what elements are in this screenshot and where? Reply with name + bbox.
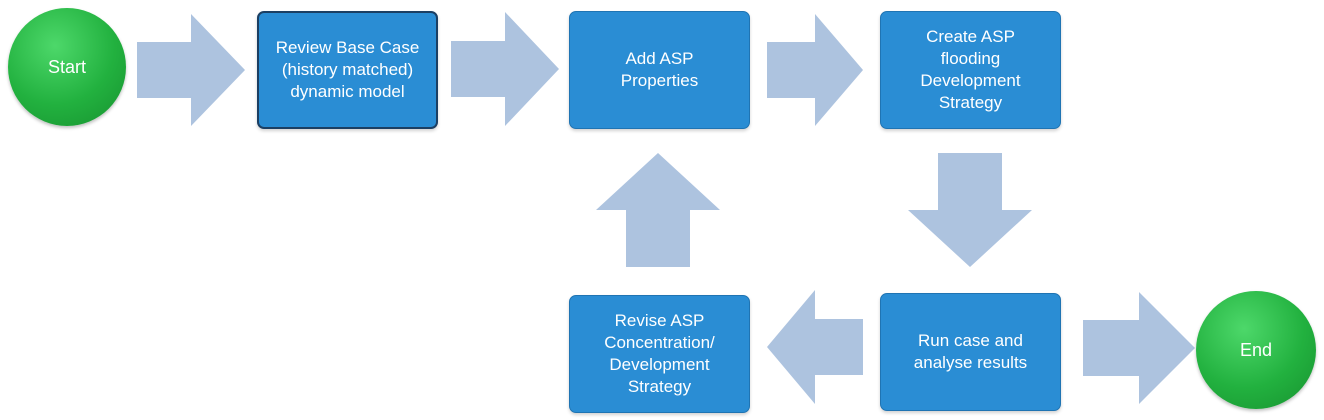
arrow-add-asp-to-create-strategy (767, 14, 863, 126)
create-asp-strategy-box: Create ASP flooding Development Strategy (880, 11, 1061, 129)
start-node: Start (8, 8, 126, 126)
arrow-create-strategy-to-run-case (908, 153, 1032, 267)
start-label: Start (47, 56, 86, 77)
run-case-label: Run case and analyse results (913, 331, 1028, 372)
add-asp-properties-label: Add ASP Properties (620, 49, 699, 90)
arrow-revise-to-add-asp (596, 153, 720, 267)
arrow-run-case-to-revise (767, 290, 863, 404)
revise-asp-label: Revise ASP Concentration/ Development St… (604, 311, 715, 396)
add-asp-properties-box: Add ASP Properties (569, 11, 750, 129)
run-case-box: Run case and analyse results (880, 293, 1061, 411)
end-node: End (1196, 291, 1316, 409)
review-base-case-box: Review Base Case (history matched) dynam… (257, 11, 438, 129)
revise-asp-box: Revise ASP Concentration/ Development St… (569, 295, 750, 413)
arrow-start-to-review (137, 14, 245, 126)
arrow-review-to-add-asp (451, 12, 559, 126)
review-base-case-label: Review Base Case (history matched) dynam… (275, 38, 420, 101)
arrow-run-case-to-end (1083, 292, 1195, 404)
end-label: End (1239, 339, 1273, 360)
create-asp-strategy-label: Create ASP flooding Development Strategy (920, 27, 1021, 112)
